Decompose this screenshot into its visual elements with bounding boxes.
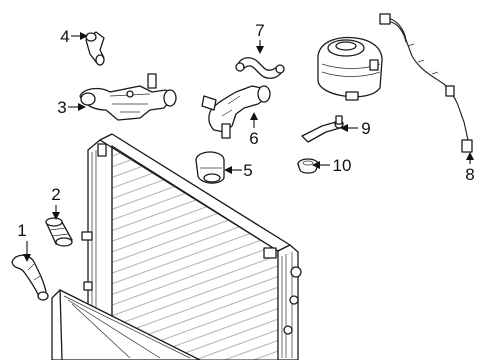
callout-7-label: 7: [255, 21, 264, 40]
hose-coupling: [195, 151, 225, 184]
coolant-expansion-tank: [317, 36, 383, 101]
callout-3: 3: [57, 98, 86, 117]
lower-radiator-hose: [11, 254, 49, 301]
callout-5: 5: [224, 161, 253, 180]
callout-7: 7: [255, 21, 265, 54]
overflow-hose: [301, 115, 344, 143]
upper-radiator-hose: [201, 85, 271, 139]
radiator: [51, 133, 302, 360]
tank-cap-seal: [297, 158, 319, 174]
bypass-hose: [235, 57, 285, 79]
callout-2: 2: [51, 185, 61, 220]
small-elbow-hose: [85, 31, 105, 66]
callout-4: 4: [60, 27, 88, 46]
callout-4-label: 4: [60, 27, 69, 46]
callout-1-label: 1: [17, 221, 26, 240]
callout-8-label: 8: [465, 165, 474, 184]
callout-6-label: 6: [249, 129, 258, 148]
radiator-core: [111, 145, 279, 360]
callout-9: 9: [340, 119, 371, 138]
callout-10-label: 10: [333, 156, 352, 175]
callout-3-label: 3: [57, 98, 66, 117]
callout-2-label: 2: [51, 185, 60, 204]
callout-5-label: 5: [243, 161, 252, 180]
coolant-pipe-assembly: [79, 73, 177, 121]
hose-sleeve: [45, 217, 73, 247]
callout-1: 1: [17, 221, 31, 262]
coolant-level-sensor-harness: [379, 13, 473, 153]
callout-10: 10: [312, 156, 351, 175]
callout-6: 6: [249, 112, 259, 148]
callout-8: 8: [465, 152, 475, 184]
callout-9-label: 9: [361, 119, 370, 138]
